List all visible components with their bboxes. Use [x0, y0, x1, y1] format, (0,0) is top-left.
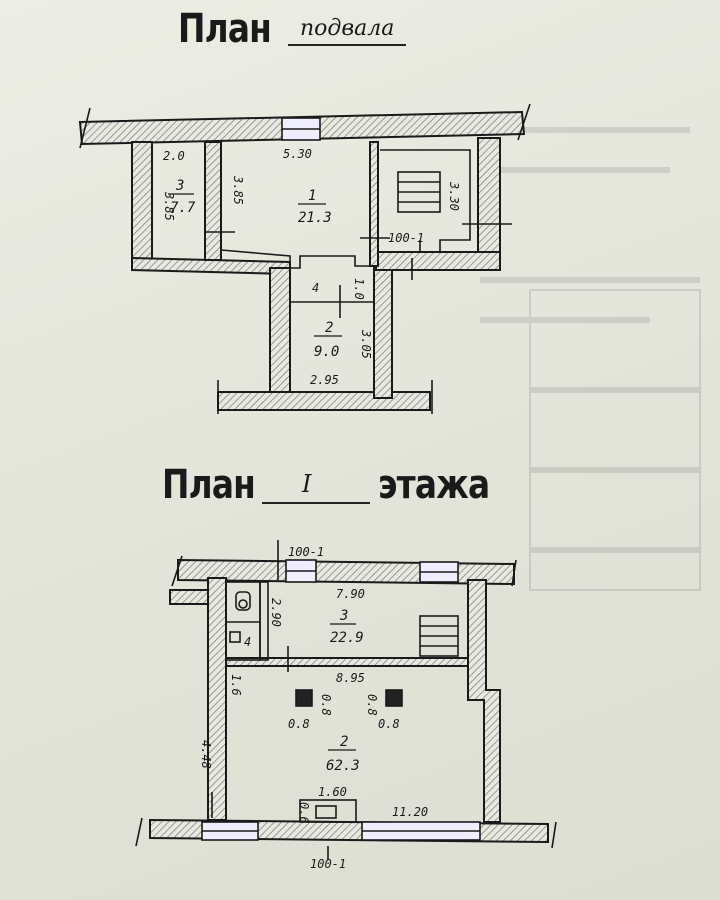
- floor-dim-290: 2.90: [269, 598, 283, 627]
- basement-dim-4: 4: [312, 281, 319, 295]
- bleed-through-form: [480, 127, 701, 591]
- floor-scale-bottom: 100-1: [310, 857, 346, 871]
- floor-dim-col-b: 0.8: [319, 694, 333, 716]
- floor-dim-895: 8.95: [336, 671, 365, 685]
- floor-wall-right: [467, 579, 501, 823]
- floor-room-2-area: 62.3: [326, 758, 360, 774]
- basement-room-3-area: 7.7: [170, 200, 196, 216]
- basement-dim-305: 3.05: [359, 329, 373, 359]
- floor-dim-448: 4.48: [199, 740, 213, 769]
- basement-scale-mark: 100-1: [388, 231, 424, 245]
- basement-labels: 5.30 2.0 3.85 3.85 3.30 4 1.0 3.05 2.95 …: [162, 147, 461, 387]
- floor-dim-790: 7.90: [336, 587, 365, 601]
- basement-dim-385a: 3.85: [162, 191, 176, 221]
- floor-toilet-icon: [235, 591, 251, 611]
- floor-wall-left: [207, 577, 227, 821]
- floor-column-1: [295, 689, 313, 707]
- basement-dim-295: 2.95: [310, 373, 339, 387]
- floor-stairs: [419, 615, 459, 657]
- basement-wall-left-lower: [269, 267, 291, 399]
- basement-room-2-number: 2: [325, 320, 333, 336]
- floor-column-2: [385, 689, 403, 707]
- first-floor-title-underline: [262, 502, 370, 504]
- floor-dim-col-d: 0.8: [378, 717, 400, 731]
- basement-dim-20: 2.0: [163, 149, 185, 163]
- floor-scale-top: 100-1: [288, 545, 324, 559]
- basement-room-1-area: 21.3: [298, 210, 332, 226]
- basement-wall-bottom: [217, 391, 431, 411]
- basement-title: План: [178, 6, 272, 52]
- first-floor-title-suffix: этажа: [378, 462, 490, 508]
- floor-dim-col-c: 0.8: [365, 694, 379, 716]
- floor-sink-icon: [229, 631, 241, 643]
- floor-room-3-number: 3: [339, 608, 348, 624]
- floor-dim-06: 0.6: [297, 802, 311, 824]
- basement-partition-1: [204, 141, 222, 261]
- basement-dim-330: 3.30: [447, 181, 461, 211]
- floor-dim-1120: 11.20: [392, 805, 428, 819]
- floor-dim-16: 1.6: [229, 674, 243, 696]
- basement-wall-left: [131, 141, 153, 270]
- basement-room-3-number: 3: [175, 178, 184, 194]
- basement-room-2-area: 9.0: [314, 344, 339, 360]
- basement-partition-2: [369, 141, 379, 267]
- basement-dim-385b: 3.85: [231, 175, 245, 205]
- basement-wall-right-lower: [373, 261, 393, 399]
- first-floor-lines: [135, 540, 557, 860]
- basement-lines: [79, 103, 531, 414]
- basement-title-handwritten: подвала: [300, 16, 395, 41]
- floor-wc: [225, 581, 261, 661]
- floor-wall-top: [177, 558, 515, 586]
- basement-dim-530: 5.30: [283, 147, 312, 161]
- floor-room-2-number: 2: [340, 734, 348, 750]
- floor-wall-left-pier: [169, 589, 209, 605]
- floor-entrance-door: [299, 799, 357, 823]
- floor-room-4-number: 4: [244, 635, 251, 649]
- basement-wall-bottom-right: [375, 251, 501, 271]
- first-floor-title-word: План: [162, 462, 256, 508]
- floor-dim-160: 1.60: [318, 785, 347, 799]
- basement-wall-right: [477, 137, 501, 269]
- basement-dim-10: 1.0: [352, 278, 366, 300]
- floor-dim-col-a: 0.8: [288, 717, 310, 731]
- floor-room-3-area: 22.9: [330, 630, 364, 646]
- first-floor-labels: 100-1 7.90 2.90 8.95 1.6 0.8 0.8 0.8 0.8…: [199, 545, 428, 871]
- basement-room-1-number: 1: [308, 188, 316, 204]
- basement-title-underline: [288, 44, 406, 46]
- basement-stairs: [380, 149, 471, 252]
- first-floor-title-number: I: [302, 470, 312, 498]
- basement-title-word: План: [178, 6, 272, 52]
- floor-wall-mid: [225, 657, 469, 667]
